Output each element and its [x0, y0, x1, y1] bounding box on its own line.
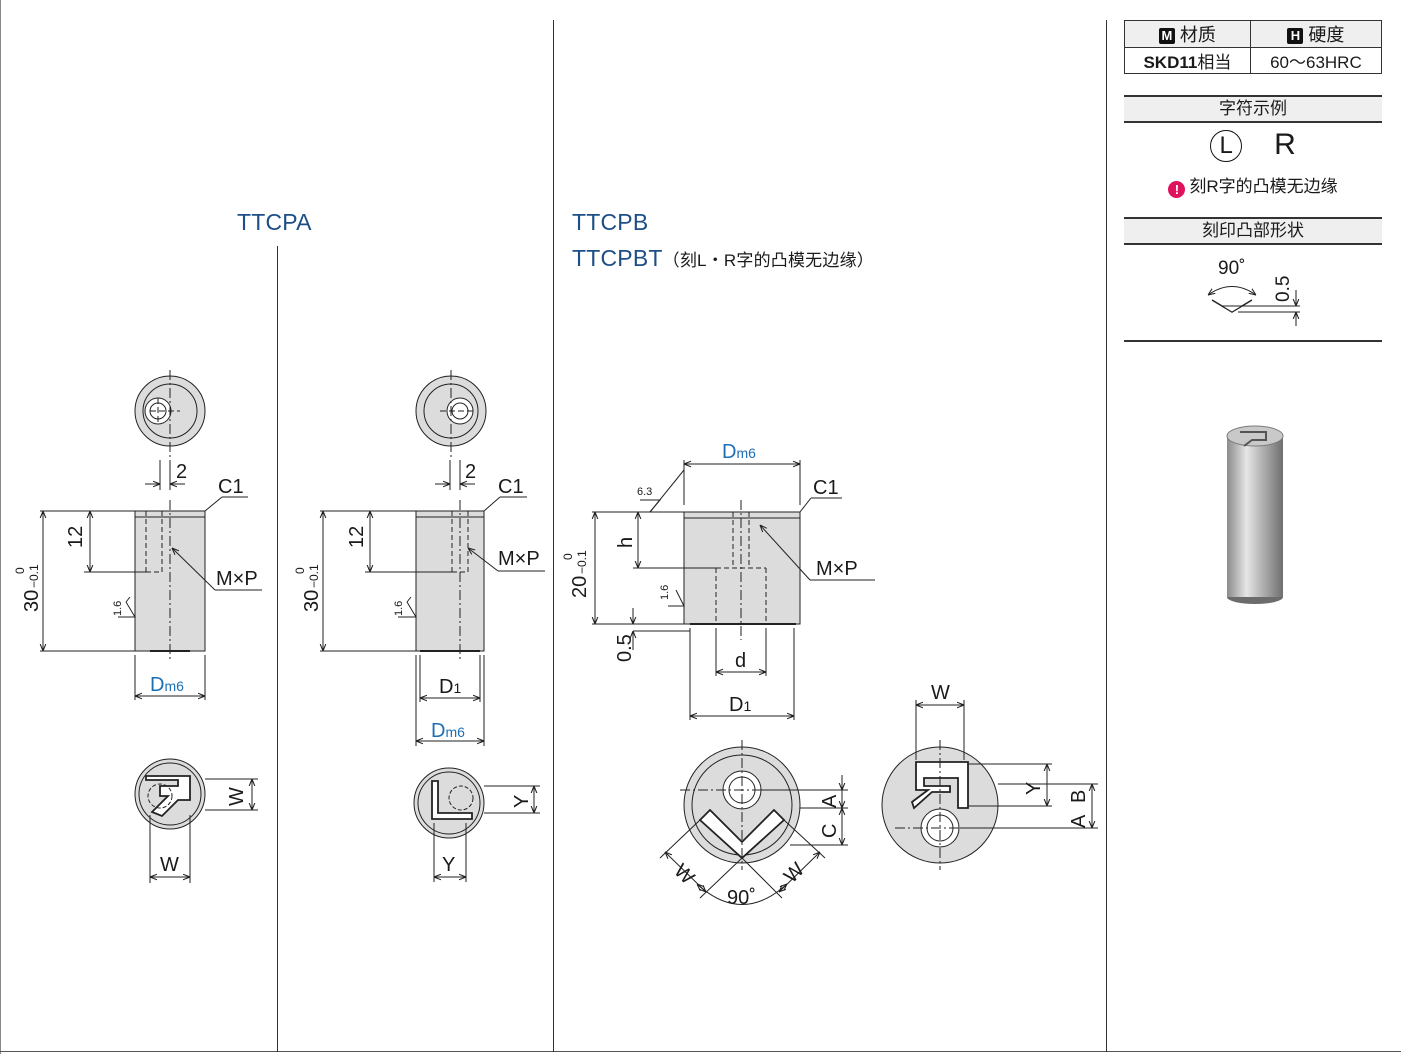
- divider-ttcpa: [277, 246, 278, 1052]
- ttcpa-stamp-face: [134, 758, 206, 830]
- stamp-angle-label: 90˚: [1218, 258, 1245, 279]
- dim-y-d: Y: [1023, 782, 1045, 795]
- dim-mxp-c: M×P: [816, 558, 858, 580]
- tol-lower-b: −0.1: [307, 564, 321, 588]
- dim-a-c: A: [819, 794, 841, 808]
- dim-c1-c: C1: [813, 477, 839, 499]
- dim-w-a-side: W: [226, 787, 248, 806]
- dim-0-5-c: 0.5: [614, 634, 636, 662]
- tol-upper-a: 0: [13, 567, 27, 574]
- dim-w-a: W: [160, 854, 179, 876]
- hardness-label: 硬度: [1308, 25, 1345, 45]
- ttcpb-stamp-face: [680, 740, 805, 870]
- stamp-profile-diagram: [1208, 286, 1300, 326]
- hardness-badge-icon: H: [1287, 28, 1304, 44]
- dim-dm6-c: Dm6: [722, 441, 756, 463]
- char-example-note: 刻R字的凸模无边缘: [1189, 177, 1338, 196]
- ttcpbt-note: （刻L・R字的凸模无边缘）: [662, 251, 874, 270]
- dim-c1-a: C1: [218, 476, 244, 498]
- char-example-note-row: !刻R字的凸模无边缘: [1124, 172, 1382, 198]
- model-title-ttcpb: TTCPB: [572, 209, 649, 235]
- spec-bottom-rule: [1124, 340, 1382, 342]
- dim-dm6-c-sub: m6: [736, 445, 756, 461]
- rough-1-6-c: 1.6: [659, 585, 671, 600]
- char-right: R: [1274, 128, 1296, 161]
- frame-bottom-border: [0, 1051, 1401, 1052]
- dim-a-d: A: [1068, 814, 1090, 828]
- dim-d1-c-sub: 1: [743, 698, 751, 714]
- dim-h-c: h: [615, 537, 637, 548]
- dim-d1-b-sub: 1: [453, 680, 461, 696]
- dim-c1-b: C1: [498, 476, 524, 498]
- dim-dm6-b: Dm6: [431, 720, 465, 742]
- ttcpa-top-view: [134, 370, 206, 460]
- ttcpa-side-view: [134, 500, 206, 660]
- frame-left-border: [0, 0, 1, 1054]
- char-example-title: 字符示例: [1124, 95, 1382, 123]
- tol-lower-a: −0.1: [27, 564, 41, 588]
- ttcpb-side-view: [683, 500, 801, 640]
- dim-dm6-a-sub: m6: [164, 678, 184, 694]
- dim-2-b: 2: [465, 461, 476, 483]
- dim-20-c: 20: [569, 576, 591, 598]
- dim-w-c-right: W: [780, 859, 809, 888]
- material-value: SKD11相当: [1124, 47, 1251, 74]
- dim-d1-b-main: D: [439, 676, 453, 698]
- material-suffix: 相当: [1197, 53, 1232, 72]
- material-badge-icon: M: [1158, 28, 1175, 44]
- model-title-ttcpbt: TTCPBT（刻L・R字的凸模无边缘）: [572, 245, 874, 272]
- rough-1-6-a: 1.6: [112, 601, 124, 616]
- dim-12-a: 12: [65, 526, 87, 548]
- tol-lower-c: −0.1: [575, 550, 589, 574]
- dim-c-c: C: [819, 824, 841, 838]
- ttcpa2-stamp-face: [413, 767, 485, 839]
- tol-upper-b: 0: [293, 567, 307, 574]
- ttcpa2-top-view: [415, 370, 487, 460]
- dim-y-b-side: Y: [511, 795, 533, 808]
- dim-dm6-b-main: D: [431, 720, 445, 742]
- ttcpbt-code: TTCPBT: [572, 245, 663, 271]
- rough-6-3-c: 6.3: [637, 486, 652, 498]
- warning-icon: !: [1168, 181, 1186, 198]
- dim-d-small-c: d: [735, 650, 746, 672]
- material-label: 材质: [1179, 25, 1216, 45]
- rough-1-6-b: 1.6: [393, 601, 405, 616]
- char-left-circled: L: [1210, 130, 1243, 163]
- stamp-depth-label: 0.5: [1273, 276, 1294, 302]
- divider-spec: [1106, 20, 1107, 1052]
- dim-w-d: W: [931, 682, 950, 704]
- divider-ttcpb: [553, 20, 554, 1052]
- dim-dm6-c-main: D: [722, 441, 736, 463]
- dim-mxp-a: M×P: [216, 568, 258, 590]
- ttcpbt-stamp-face: [881, 740, 1000, 870]
- dim-mxp-b: M×P: [498, 548, 540, 570]
- product-photo: [1226, 425, 1284, 604]
- dim-2-a: 2: [176, 461, 187, 483]
- stamp-shape-title: 刻印凸部形状: [1124, 217, 1382, 245]
- dim-b-d: B: [1068, 790, 1090, 803]
- dim-d1-b: D1: [439, 676, 461, 698]
- dim-d1-c: D1: [729, 694, 751, 716]
- tol-upper-c: 0: [561, 553, 575, 560]
- ttcpa2-side-view: [415, 500, 485, 660]
- dim-dm6-b-sub: m6: [445, 724, 465, 740]
- dim-w-c-left: W: [669, 860, 698, 889]
- dim-30-a: 30: [21, 590, 43, 612]
- dim-90-c: 90˚: [727, 887, 756, 909]
- dim-y-b: Y: [442, 854, 455, 876]
- model-title-ttcpa: TTCPA: [237, 209, 312, 235]
- dim-30-b: 30: [301, 590, 323, 612]
- dim-dm6-a-main: D: [150, 674, 164, 696]
- dim-12-b: 12: [346, 526, 368, 548]
- dim-dm6-a: Dm6: [150, 674, 184, 696]
- material-grade: SKD11: [1143, 53, 1198, 72]
- dim-d1-c-main: D: [729, 694, 743, 716]
- hardness-value: 60～63HRC: [1249, 47, 1383, 74]
